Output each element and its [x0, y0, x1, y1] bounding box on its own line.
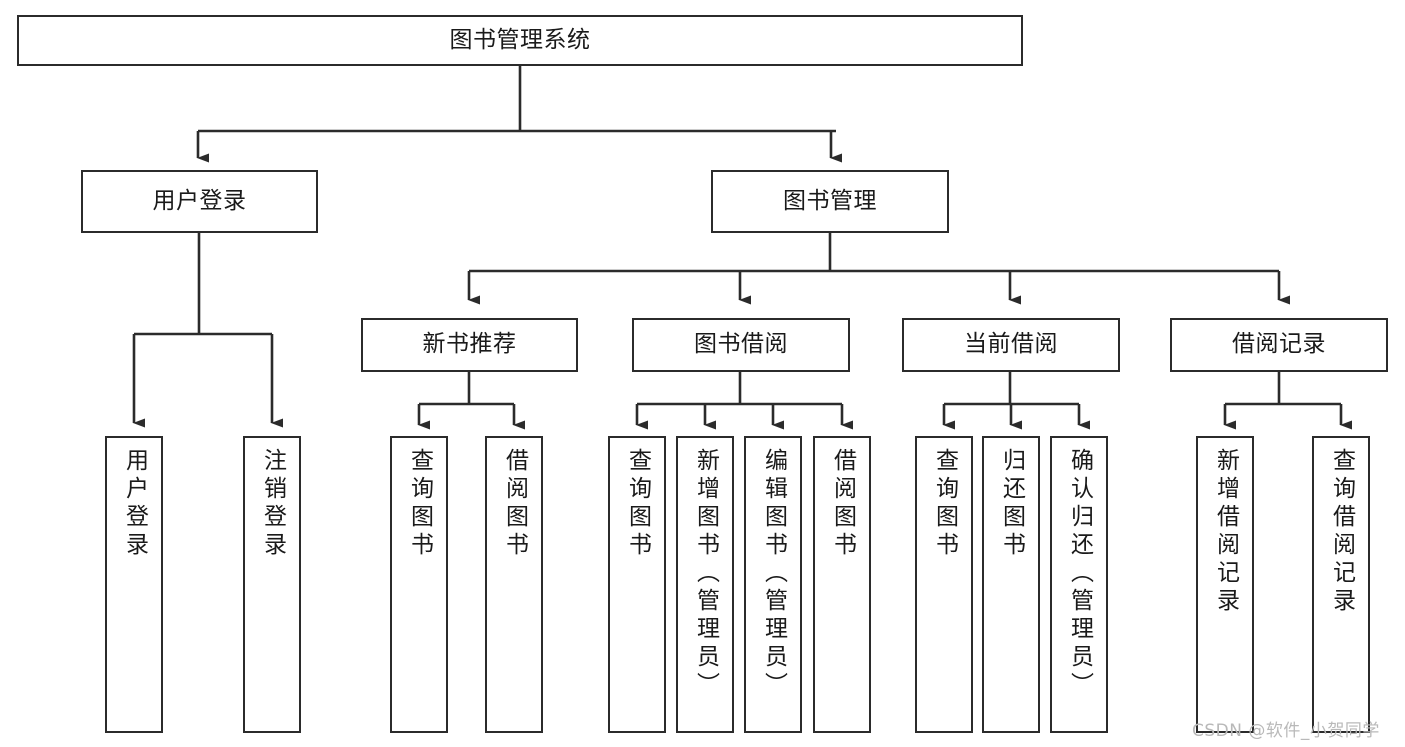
- leaf-new-book-borrow-book[interactable]: 借阅图书: [485, 436, 543, 733]
- leaf-current-borrow-confirm-return-admin[interactable]: 确认归还（管理员）: [1050, 436, 1108, 733]
- node-label: 查询借阅记录: [1328, 448, 1355, 616]
- node-label: 归还图书: [998, 448, 1025, 560]
- node-label: 图书管理: [783, 187, 877, 214]
- node-label: 借阅图书: [501, 448, 528, 560]
- node-label: 确认归还（管理员）: [1066, 448, 1093, 700]
- node-label: 新增图书（管理员）: [692, 448, 719, 700]
- leaf-book-borrow-query-book[interactable]: 查询图书: [608, 436, 666, 733]
- leaf-borrow-record-add-record[interactable]: 新增借阅记录: [1196, 436, 1254, 733]
- leaf-current-borrow-return-book[interactable]: 归还图书: [982, 436, 1040, 733]
- leaf-user-login-logout[interactable]: 注销登录: [243, 436, 301, 733]
- node-book-management[interactable]: 图书管理: [711, 170, 949, 233]
- node-label: 查询图书: [931, 448, 958, 560]
- node-label: 查询图书: [406, 448, 433, 560]
- leaf-book-borrow-edit-book-admin[interactable]: 编辑图书（管理员）: [744, 436, 802, 733]
- leaf-user-login-login[interactable]: 用户登录: [105, 436, 163, 733]
- node-book-borrow[interactable]: 图书借阅: [632, 318, 850, 372]
- leaf-new-book-query-book[interactable]: 查询图书: [390, 436, 448, 733]
- leaf-book-borrow-add-book-admin[interactable]: 新增图书（管理员）: [676, 436, 734, 733]
- csdn-watermark: CSDN @软件_小贺同学: [1192, 721, 1380, 741]
- node-label: 图书管理系统: [449, 26, 591, 53]
- node-label: 编辑图书（管理员）: [760, 448, 787, 700]
- leaf-current-borrow-query-book[interactable]: 查询图书: [915, 436, 973, 733]
- node-label: 图书借阅: [694, 331, 788, 358]
- node-label: 新书推荐: [422, 331, 517, 358]
- leaf-book-borrow-borrow-book[interactable]: 借阅图书: [813, 436, 871, 733]
- node-label: 用户登录: [121, 448, 148, 560]
- node-label: 查询图书: [624, 448, 651, 560]
- node-label: 注销登录: [259, 448, 286, 560]
- node-label: 用户登录: [152, 187, 247, 214]
- node-current-borrow[interactable]: 当前借阅: [902, 318, 1120, 372]
- node-label: 借阅记录: [1232, 331, 1326, 358]
- node-root-book-management-system[interactable]: 图书管理系统: [17, 15, 1023, 66]
- node-new-book-recommend[interactable]: 新书推荐: [361, 318, 578, 372]
- node-label: 当前借阅: [964, 331, 1058, 358]
- node-label: 借阅图书: [829, 448, 856, 560]
- node-user-login[interactable]: 用户登录: [81, 170, 318, 233]
- node-label: 新增借阅记录: [1212, 448, 1239, 616]
- leaf-borrow-record-query-record[interactable]: 查询借阅记录: [1312, 436, 1370, 733]
- node-borrow-record[interactable]: 借阅记录: [1170, 318, 1388, 372]
